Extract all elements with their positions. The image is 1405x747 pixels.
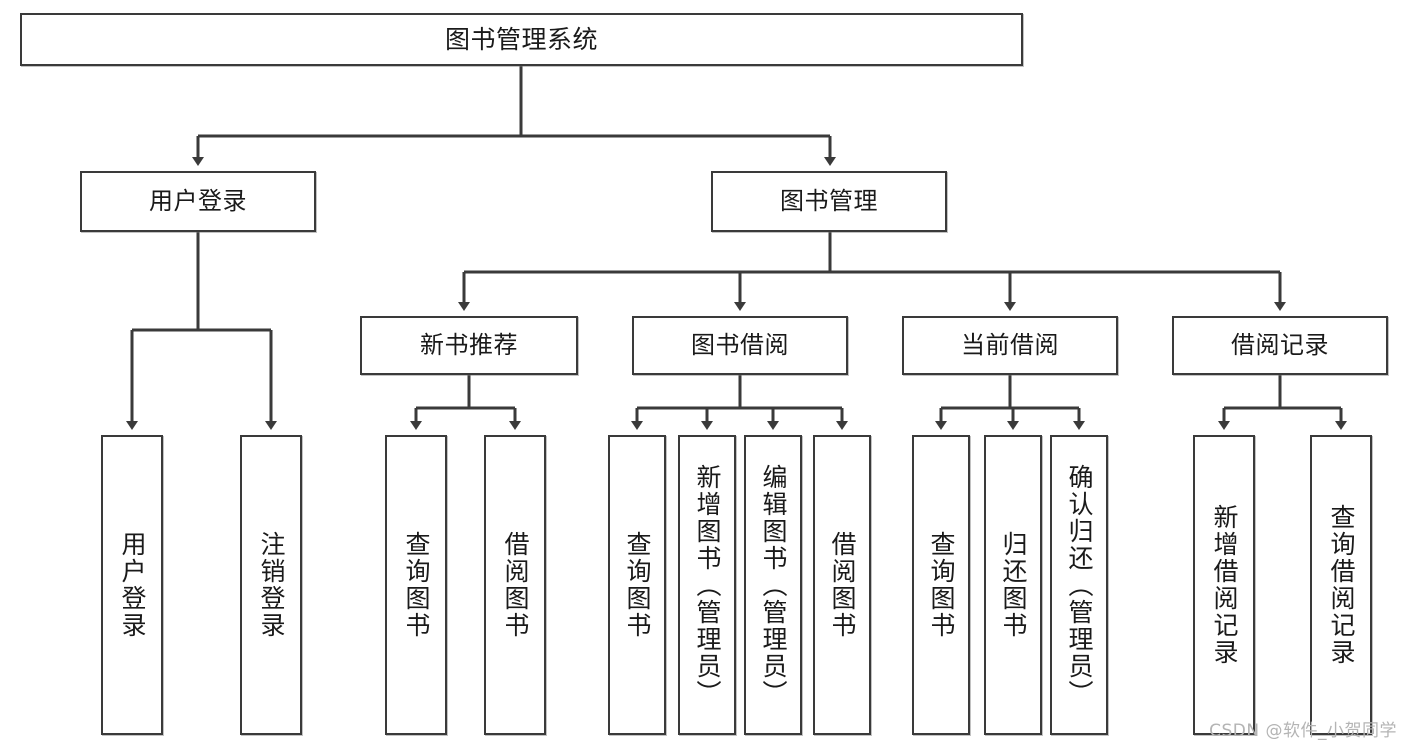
leaf-add-borrow-record[interactable]: 新增借阅记录 [1193,435,1255,735]
node-label: 注销登录 [257,531,286,639]
node-label: 图书管理系统 [444,25,598,54]
node-current-borrow[interactable]: 当前借阅 [902,316,1118,375]
node-label: 图书管理 [780,186,878,215]
node-label: 图书借阅 [691,330,789,359]
node-label: 当前借阅 [961,330,1059,359]
leaf-query-book-borrow[interactable]: 查询图书 [608,435,666,735]
node-book-management[interactable]: 图书管理 [711,171,947,232]
leaf-return-book[interactable]: 归还图书 [984,435,1042,735]
node-label: 新增借阅记录 [1210,504,1239,666]
leaf-edit-book-admin[interactable]: 编辑图书（管理员） [744,435,802,735]
node-new-book-recommend[interactable]: 新书推荐 [360,316,578,375]
node-label: 编辑图书（管理员） [759,463,788,707]
node-label: 查询图书 [623,531,652,639]
node-label: 新书推荐 [420,330,518,359]
leaf-query-book-current[interactable]: 查询图书 [912,435,970,735]
node-book-borrow[interactable]: 图书借阅 [632,316,848,375]
node-label: 确认归还（管理员） [1065,463,1094,707]
leaf-user-login[interactable]: 用户登录 [101,435,163,735]
node-label: 查询图书 [927,531,956,639]
node-root-system[interactable]: 图书管理系统 [20,13,1023,66]
leaf-borrow-book-newbook[interactable]: 借阅图书 [484,435,546,735]
node-borrow-record[interactable]: 借阅记录 [1172,316,1388,375]
leaf-confirm-return-admin[interactable]: 确认归还（管理员） [1050,435,1108,735]
node-label: 用户登录 [118,531,147,639]
node-label: 查询借阅记录 [1327,504,1356,666]
node-label: 查询图书 [402,531,431,639]
leaf-borrow-book[interactable]: 借阅图书 [813,435,871,735]
node-user-login[interactable]: 用户登录 [80,171,316,232]
leaf-query-book-newbook[interactable]: 查询图书 [385,435,447,735]
node-label: 用户登录 [149,186,247,215]
leaf-query-borrow-record[interactable]: 查询借阅记录 [1310,435,1372,735]
node-label: 借阅图书 [828,531,857,639]
node-label: 新增图书（管理员） [693,463,722,707]
node-label: 归还图书 [999,531,1028,639]
node-label: 借阅记录 [1231,330,1329,359]
csdn-watermark: CSDN @软件_小贺同学 [1209,721,1397,741]
leaf-add-book-admin[interactable]: 新增图书（管理员） [678,435,736,735]
node-label: 借阅图书 [501,531,530,639]
leaf-logout[interactable]: 注销登录 [240,435,302,735]
